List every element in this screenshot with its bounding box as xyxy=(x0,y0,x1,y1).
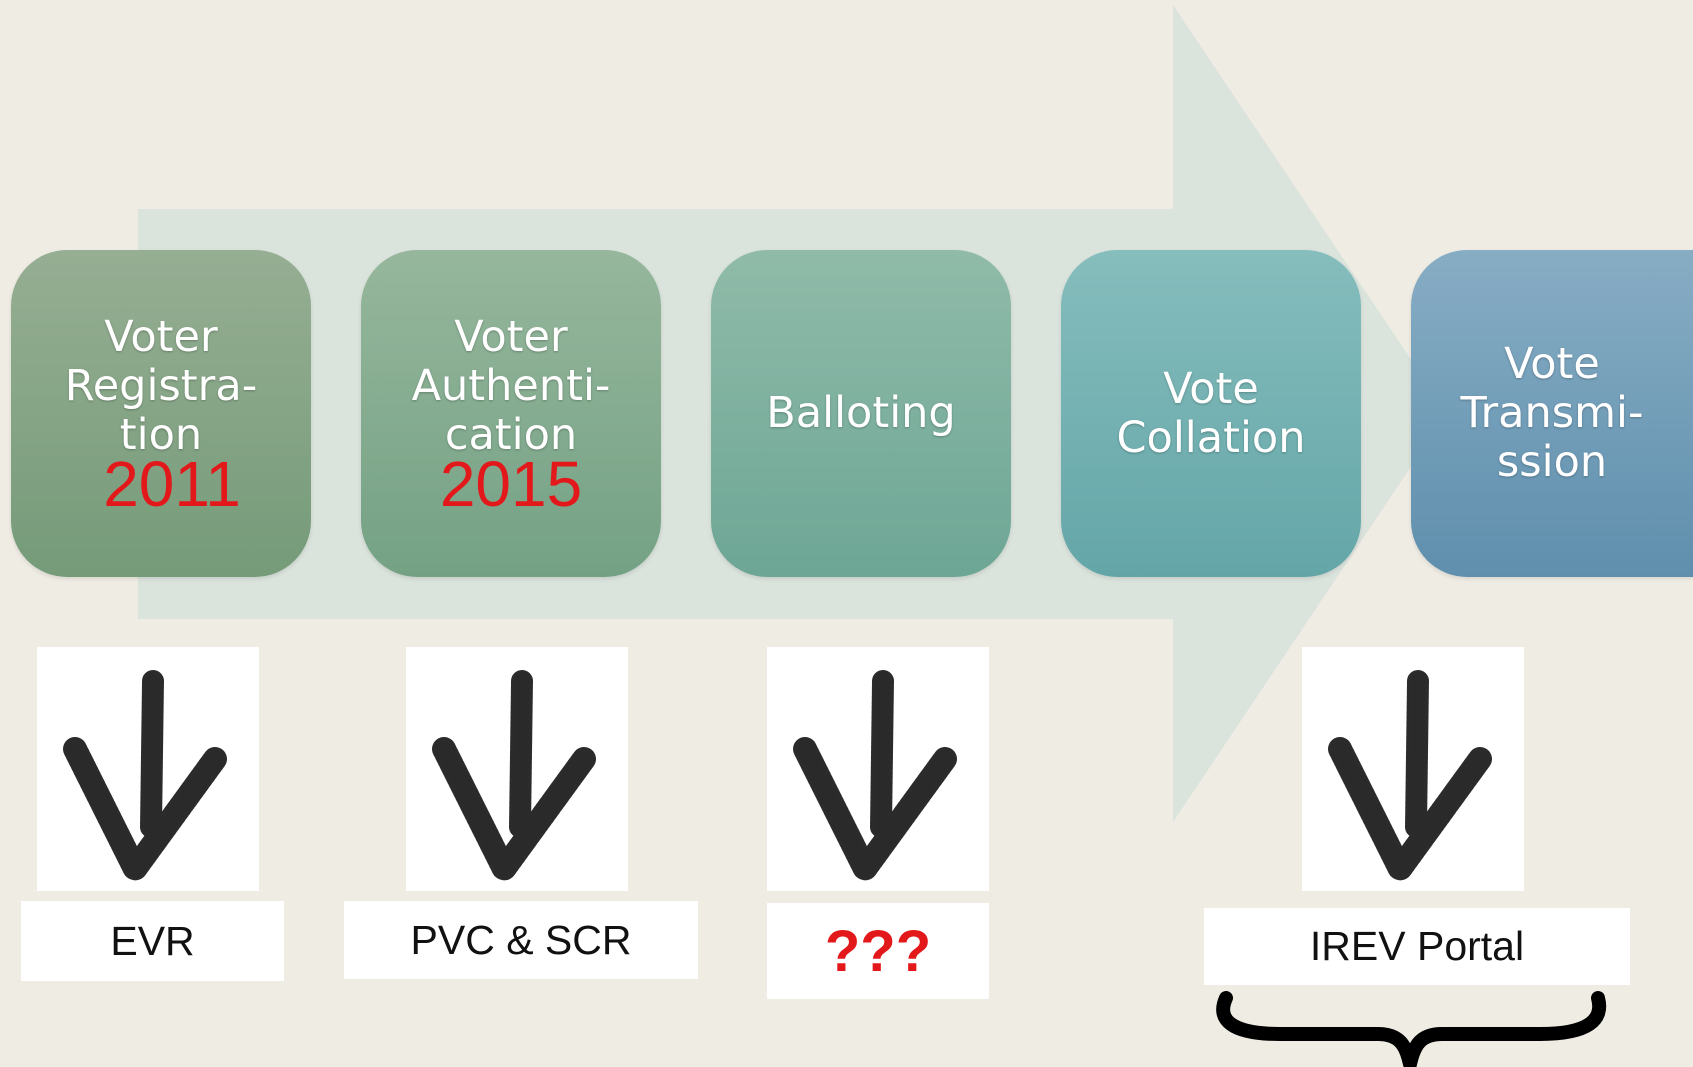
step-label: Balloting xyxy=(766,388,956,438)
down-arrow-icon xyxy=(406,647,628,891)
tech-label-irev-portal: IREV Portal xyxy=(1204,908,1630,985)
tech-label-pvc-scr: PVC & SCR xyxy=(344,901,698,979)
step-vote-transmission: Vote Transmi- ssion xyxy=(1411,250,1693,577)
brace-icon xyxy=(1216,991,1607,1067)
step-voter-registration: Voter Registra- tion 2011 xyxy=(11,250,311,577)
step-label: Vote Collation xyxy=(1116,363,1306,463)
down-arrow-icon xyxy=(767,647,989,891)
step-vote-collation: Vote Collation xyxy=(1061,250,1361,577)
step-year: 2015 xyxy=(439,448,583,520)
step-year: 2011 xyxy=(103,448,241,520)
down-arrow-icon xyxy=(1302,647,1524,891)
down-arrow-icon xyxy=(37,647,259,891)
step-balloting: Balloting xyxy=(711,250,1011,577)
step-label: Voter Registra- tion xyxy=(64,312,258,460)
step-label: Vote Transmi- ssion xyxy=(1460,339,1644,487)
tech-label-unknown: ??? xyxy=(767,903,989,999)
step-label: Voter Authenti- cation xyxy=(411,312,611,460)
step-voter-authentication: Voter Authenti- cation 2015 xyxy=(361,250,661,577)
tech-label-evr: EVR xyxy=(21,901,284,981)
